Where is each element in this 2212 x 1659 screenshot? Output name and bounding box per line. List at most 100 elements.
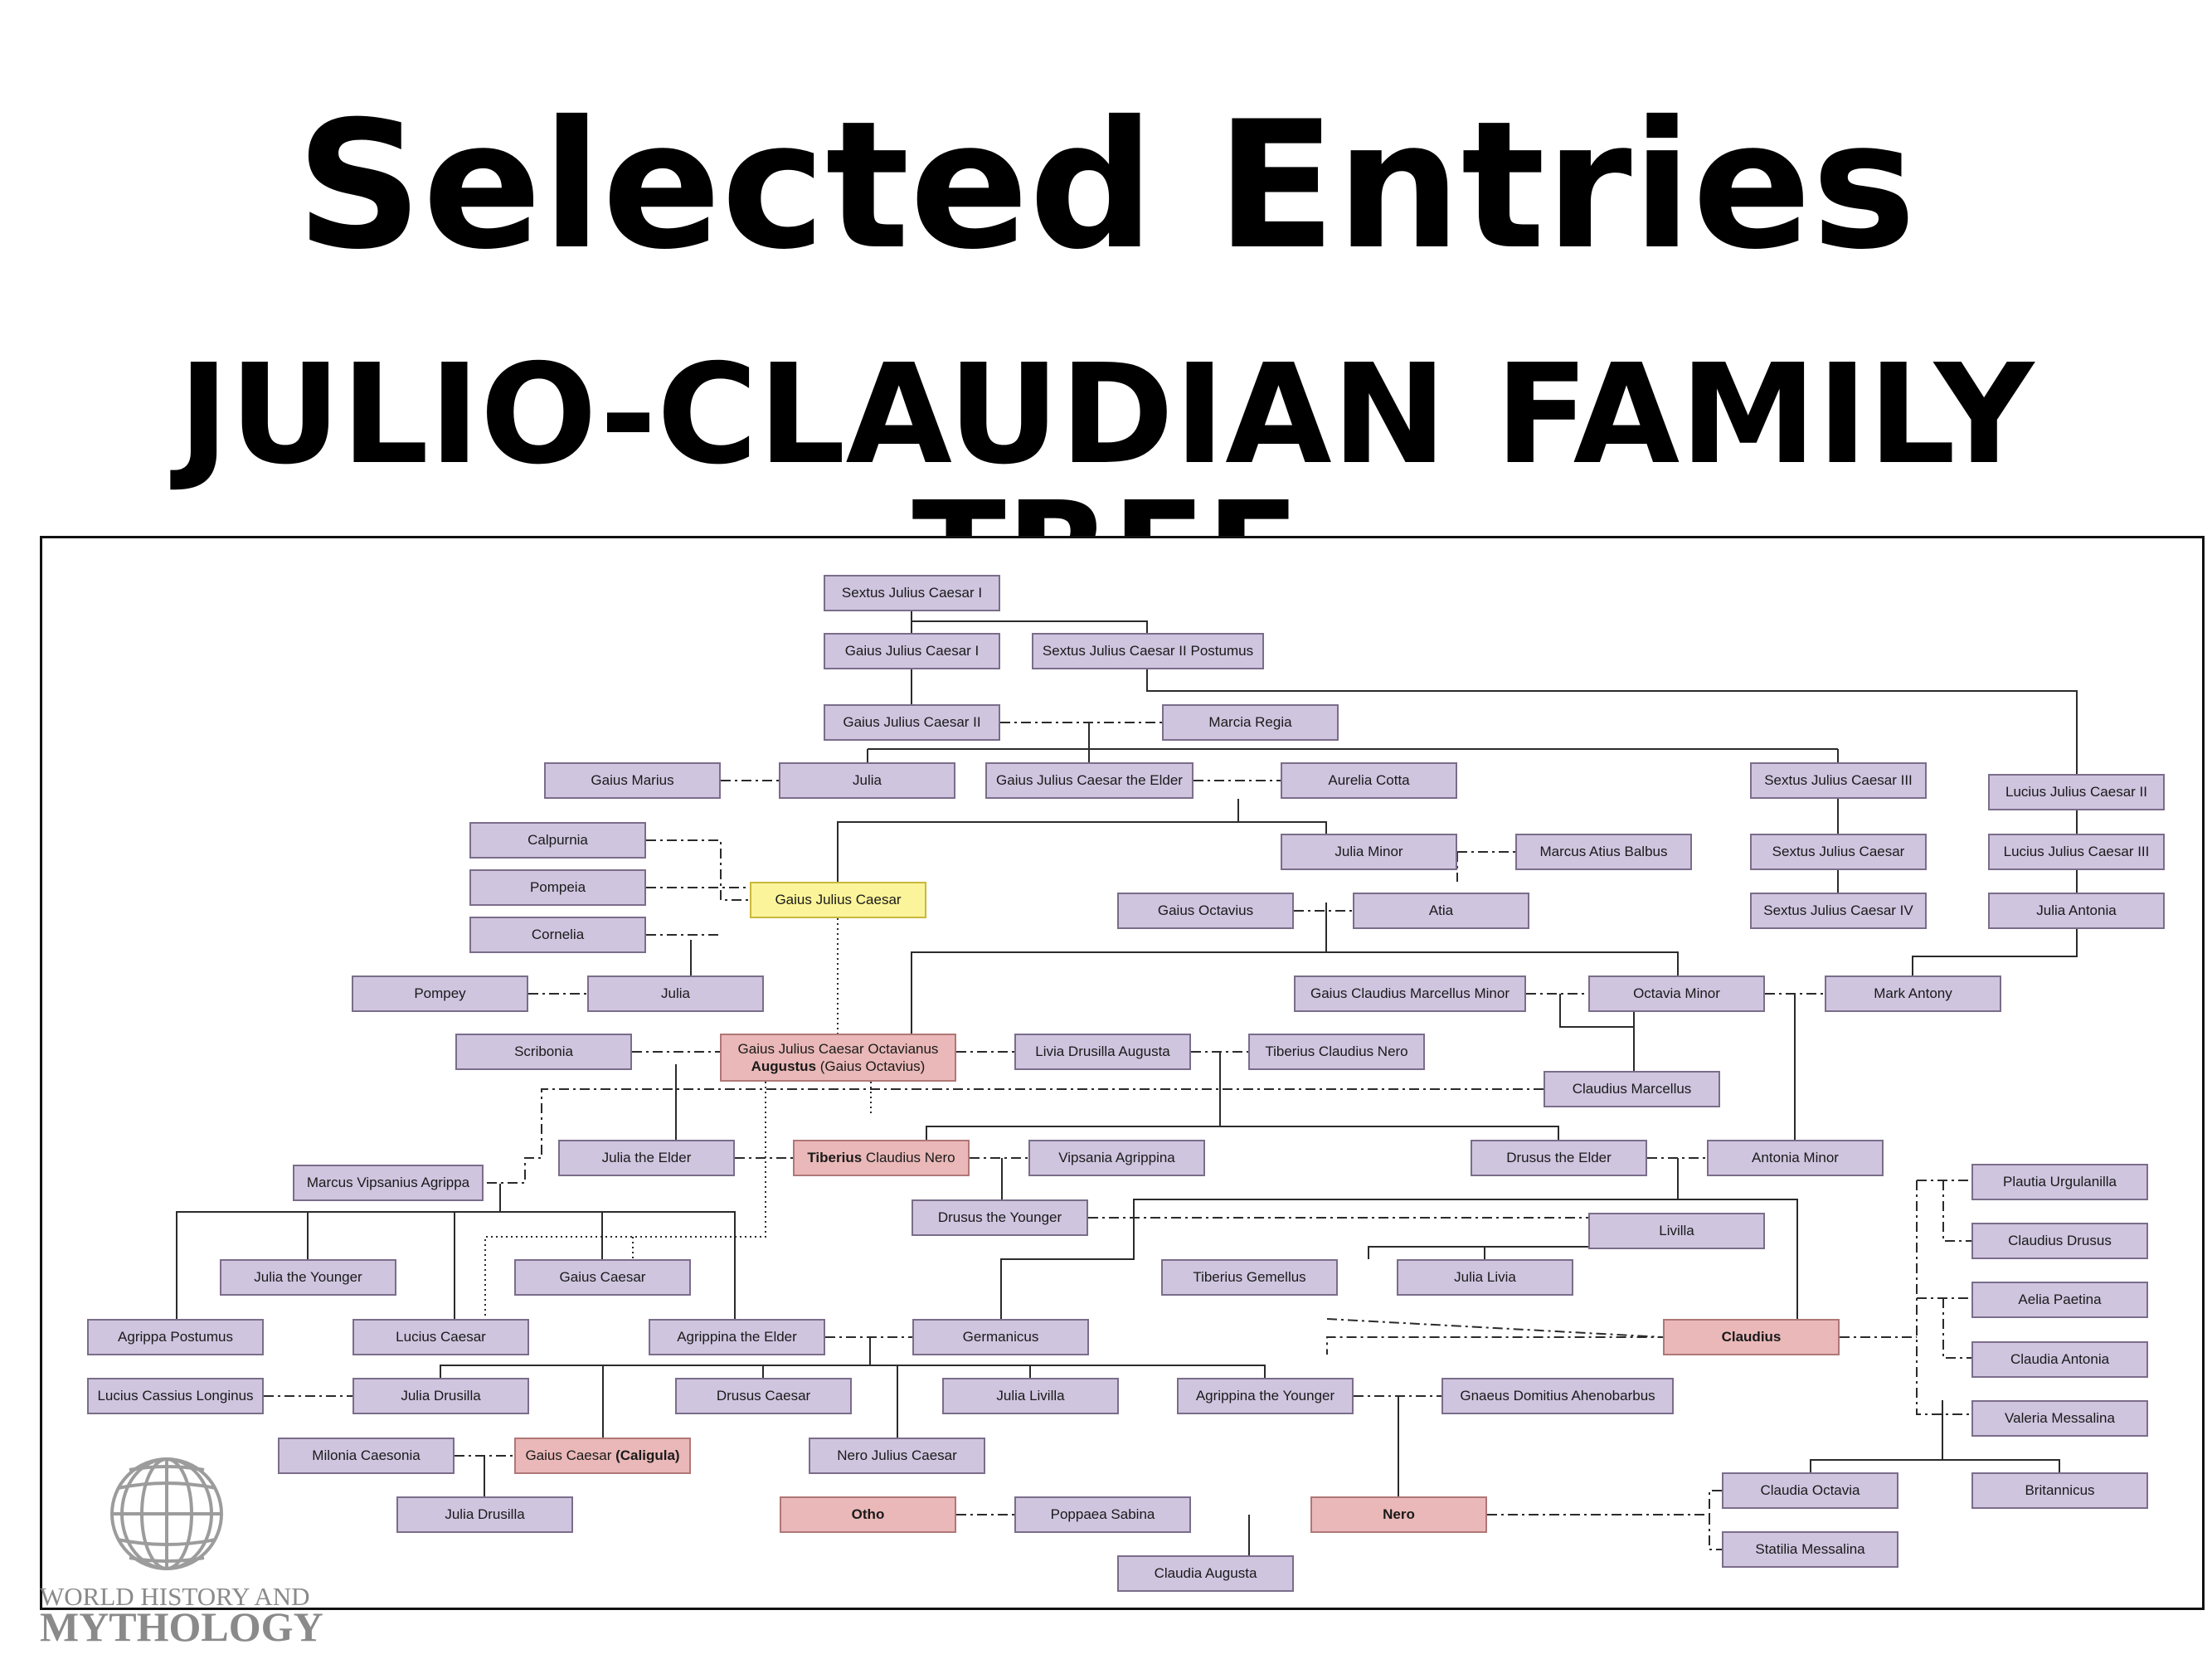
connector-line	[176, 1184, 501, 1319]
person-name: Tiberius Claudius Nero	[1265, 1044, 1408, 1060]
person-box: Livilla	[1588, 1213, 1765, 1249]
person-box: Julia Livia	[1397, 1259, 1573, 1296]
connector-line	[1146, 669, 2078, 774]
person-box: Gaius Marius	[544, 762, 721, 799]
person-name: Lucius Julius Caesar III	[2003, 844, 2150, 860]
person-box: Gnaeus Domitius Ahenobarbus	[1441, 1378, 1674, 1414]
person-name: Sextus Julius Caesar II Postumus	[1042, 643, 1254, 659]
person-box: Tiberius Claudius Nero	[793, 1140, 970, 1176]
person-box: Mark Antony	[1825, 975, 2001, 1012]
connector-line	[1709, 1515, 1722, 1550]
person-box: Germanicus	[912, 1319, 1089, 1355]
person-box: Drusus the Elder	[1471, 1140, 1647, 1176]
person-box: Agrippa Postumus	[87, 1319, 264, 1355]
person-name-bold: Otho	[851, 1506, 885, 1523]
person-box: Julia the Elder	[558, 1140, 735, 1176]
person-box: Claudia Augusta	[1117, 1555, 1294, 1592]
person-name: Marcia Regia	[1208, 714, 1292, 731]
connector-line	[1325, 902, 1679, 975]
person-name: Sextus Julius Caesar III	[1764, 772, 1913, 789]
person-box: Statilia Messalina	[1722, 1531, 1898, 1568]
person-name: Sextus Julius Caesar IV	[1763, 902, 1913, 919]
person-name: Gaius Julius Caesar	[775, 892, 902, 908]
person-box: Gaius Caesar	[514, 1259, 691, 1296]
person-name: Octavia Minor	[1633, 985, 1720, 1002]
person-name: Julia Livilla	[996, 1388, 1065, 1404]
person-box: Nero	[1310, 1496, 1487, 1533]
person-name: Drusus the Elder	[1506, 1150, 1612, 1166]
person-name: Julia Livia	[1454, 1269, 1516, 1286]
person-box: Atia	[1353, 893, 1529, 929]
person-name: Julia Drusilla	[401, 1388, 481, 1404]
person-box: Marcus Vipsanius Agrippa	[293, 1165, 484, 1201]
person-name: Gnaeus Domitius Ahenobarbus	[1460, 1388, 1655, 1404]
person-box: Poppaea Sabina	[1014, 1496, 1191, 1533]
person-name: Gaius Julius Caesar I	[844, 643, 980, 659]
person-name: Aurelia Cotta	[1328, 772, 1410, 789]
person-box: Julia Livilla	[942, 1378, 1119, 1414]
person-box: Julia Drusilla	[396, 1496, 573, 1533]
person-name: Julia	[853, 772, 882, 789]
person-name: Lucius Cassius Longinus	[97, 1388, 254, 1404]
person-box: Octavia Minor	[1588, 975, 1765, 1012]
person-name: Claudia Antonia	[2010, 1351, 2110, 1368]
person-box: Julia	[587, 975, 764, 1012]
person-box: Claudius Marcellus	[1544, 1071, 1720, 1107]
person-box: Julia Minor	[1281, 834, 1457, 870]
family-tree-lines	[176, 611, 2078, 1555]
person-box: Otho	[780, 1496, 956, 1533]
person-name: Julia Minor	[1334, 844, 1403, 860]
person-name: Calpurnia	[527, 832, 588, 849]
person-box: Julia the Younger	[220, 1259, 396, 1296]
person-name: Gaius Caesar (Caligula)	[525, 1447, 680, 1464]
connector-line	[500, 1211, 736, 1319]
person-name: Aelia Paetina	[2018, 1292, 2102, 1308]
person-name: Lucius Julius Caesar II	[2005, 784, 2148, 800]
person-name: Claudius Marcellus	[1572, 1081, 1692, 1097]
connector-line	[911, 951, 1326, 1034]
watermark-line1: WORLD HISTORY AND	[40, 1582, 310, 1611]
person-name: Gaius Caesar	[559, 1269, 646, 1286]
person-box: Britannicus	[1971, 1472, 2148, 1509]
person-name: Julia the Younger	[254, 1269, 362, 1286]
person-name: Nero	[1383, 1506, 1415, 1523]
person-box: Claudia Antonia	[1971, 1341, 2148, 1378]
person-box: Gaius Claudius Marcellus Minor	[1294, 975, 1526, 1012]
person-name: Vipsania Agrippina	[1058, 1150, 1175, 1166]
person-name: Tiberius Claudius Nero	[807, 1150, 955, 1166]
person-box: Marcus Atius Balbus	[1515, 834, 1692, 870]
person-box: Lucius Caesar	[352, 1319, 529, 1355]
person-box: Lucius Julius Caesar III	[1988, 834, 2165, 870]
person-name: Valeria Messalina	[2005, 1410, 2115, 1427]
watermark-line2: MYTHOLOGY	[40, 1603, 323, 1650]
person-box: Gaius Julius Caesar I	[824, 633, 1000, 669]
person-box: Julia Antonia	[1988, 893, 2165, 929]
person-name: Gaius Julius Caesar II	[843, 714, 981, 731]
connector-line	[1369, 1246, 1485, 1259]
connector-line	[1000, 1199, 1678, 1319]
person-name-bold: Nero	[1383, 1506, 1415, 1523]
person-name: Julia Drusilla	[445, 1506, 525, 1523]
person-name: Claudia Octavia	[1760, 1482, 1860, 1499]
person-name: Agrippina the Younger	[1195, 1388, 1335, 1404]
person-box: Plautia Urgulanilla	[1971, 1164, 2148, 1200]
connector-line	[1912, 929, 2078, 975]
person-box: Vipsania Agrippina	[1028, 1140, 1205, 1176]
person-name: Julia	[661, 985, 690, 1002]
person-box: Aurelia Cotta	[1281, 762, 1457, 799]
person-name: Plautia Urgulanilla	[2002, 1174, 2117, 1190]
connector-line	[1677, 1158, 1798, 1319]
person-box: Sextus Julius Caesar	[1750, 834, 1927, 870]
connector-line	[926, 1052, 1221, 1140]
connector-line	[1326, 1318, 1664, 1355]
person-name: Gaius Marius	[591, 772, 674, 789]
person-name: Marcus Vipsanius Agrippa	[306, 1175, 470, 1191]
person-box: Drusus Caesar	[675, 1378, 852, 1414]
person-box: Sextus Julius Caesar IV	[1750, 893, 1927, 929]
connector-line	[1487, 1490, 1722, 1515]
person-name: Gaius Julius Caesar the Elder	[996, 772, 1183, 789]
person-box: Sextus Julius Caesar III	[1750, 762, 1927, 799]
person-name: Livilla	[1659, 1223, 1694, 1239]
